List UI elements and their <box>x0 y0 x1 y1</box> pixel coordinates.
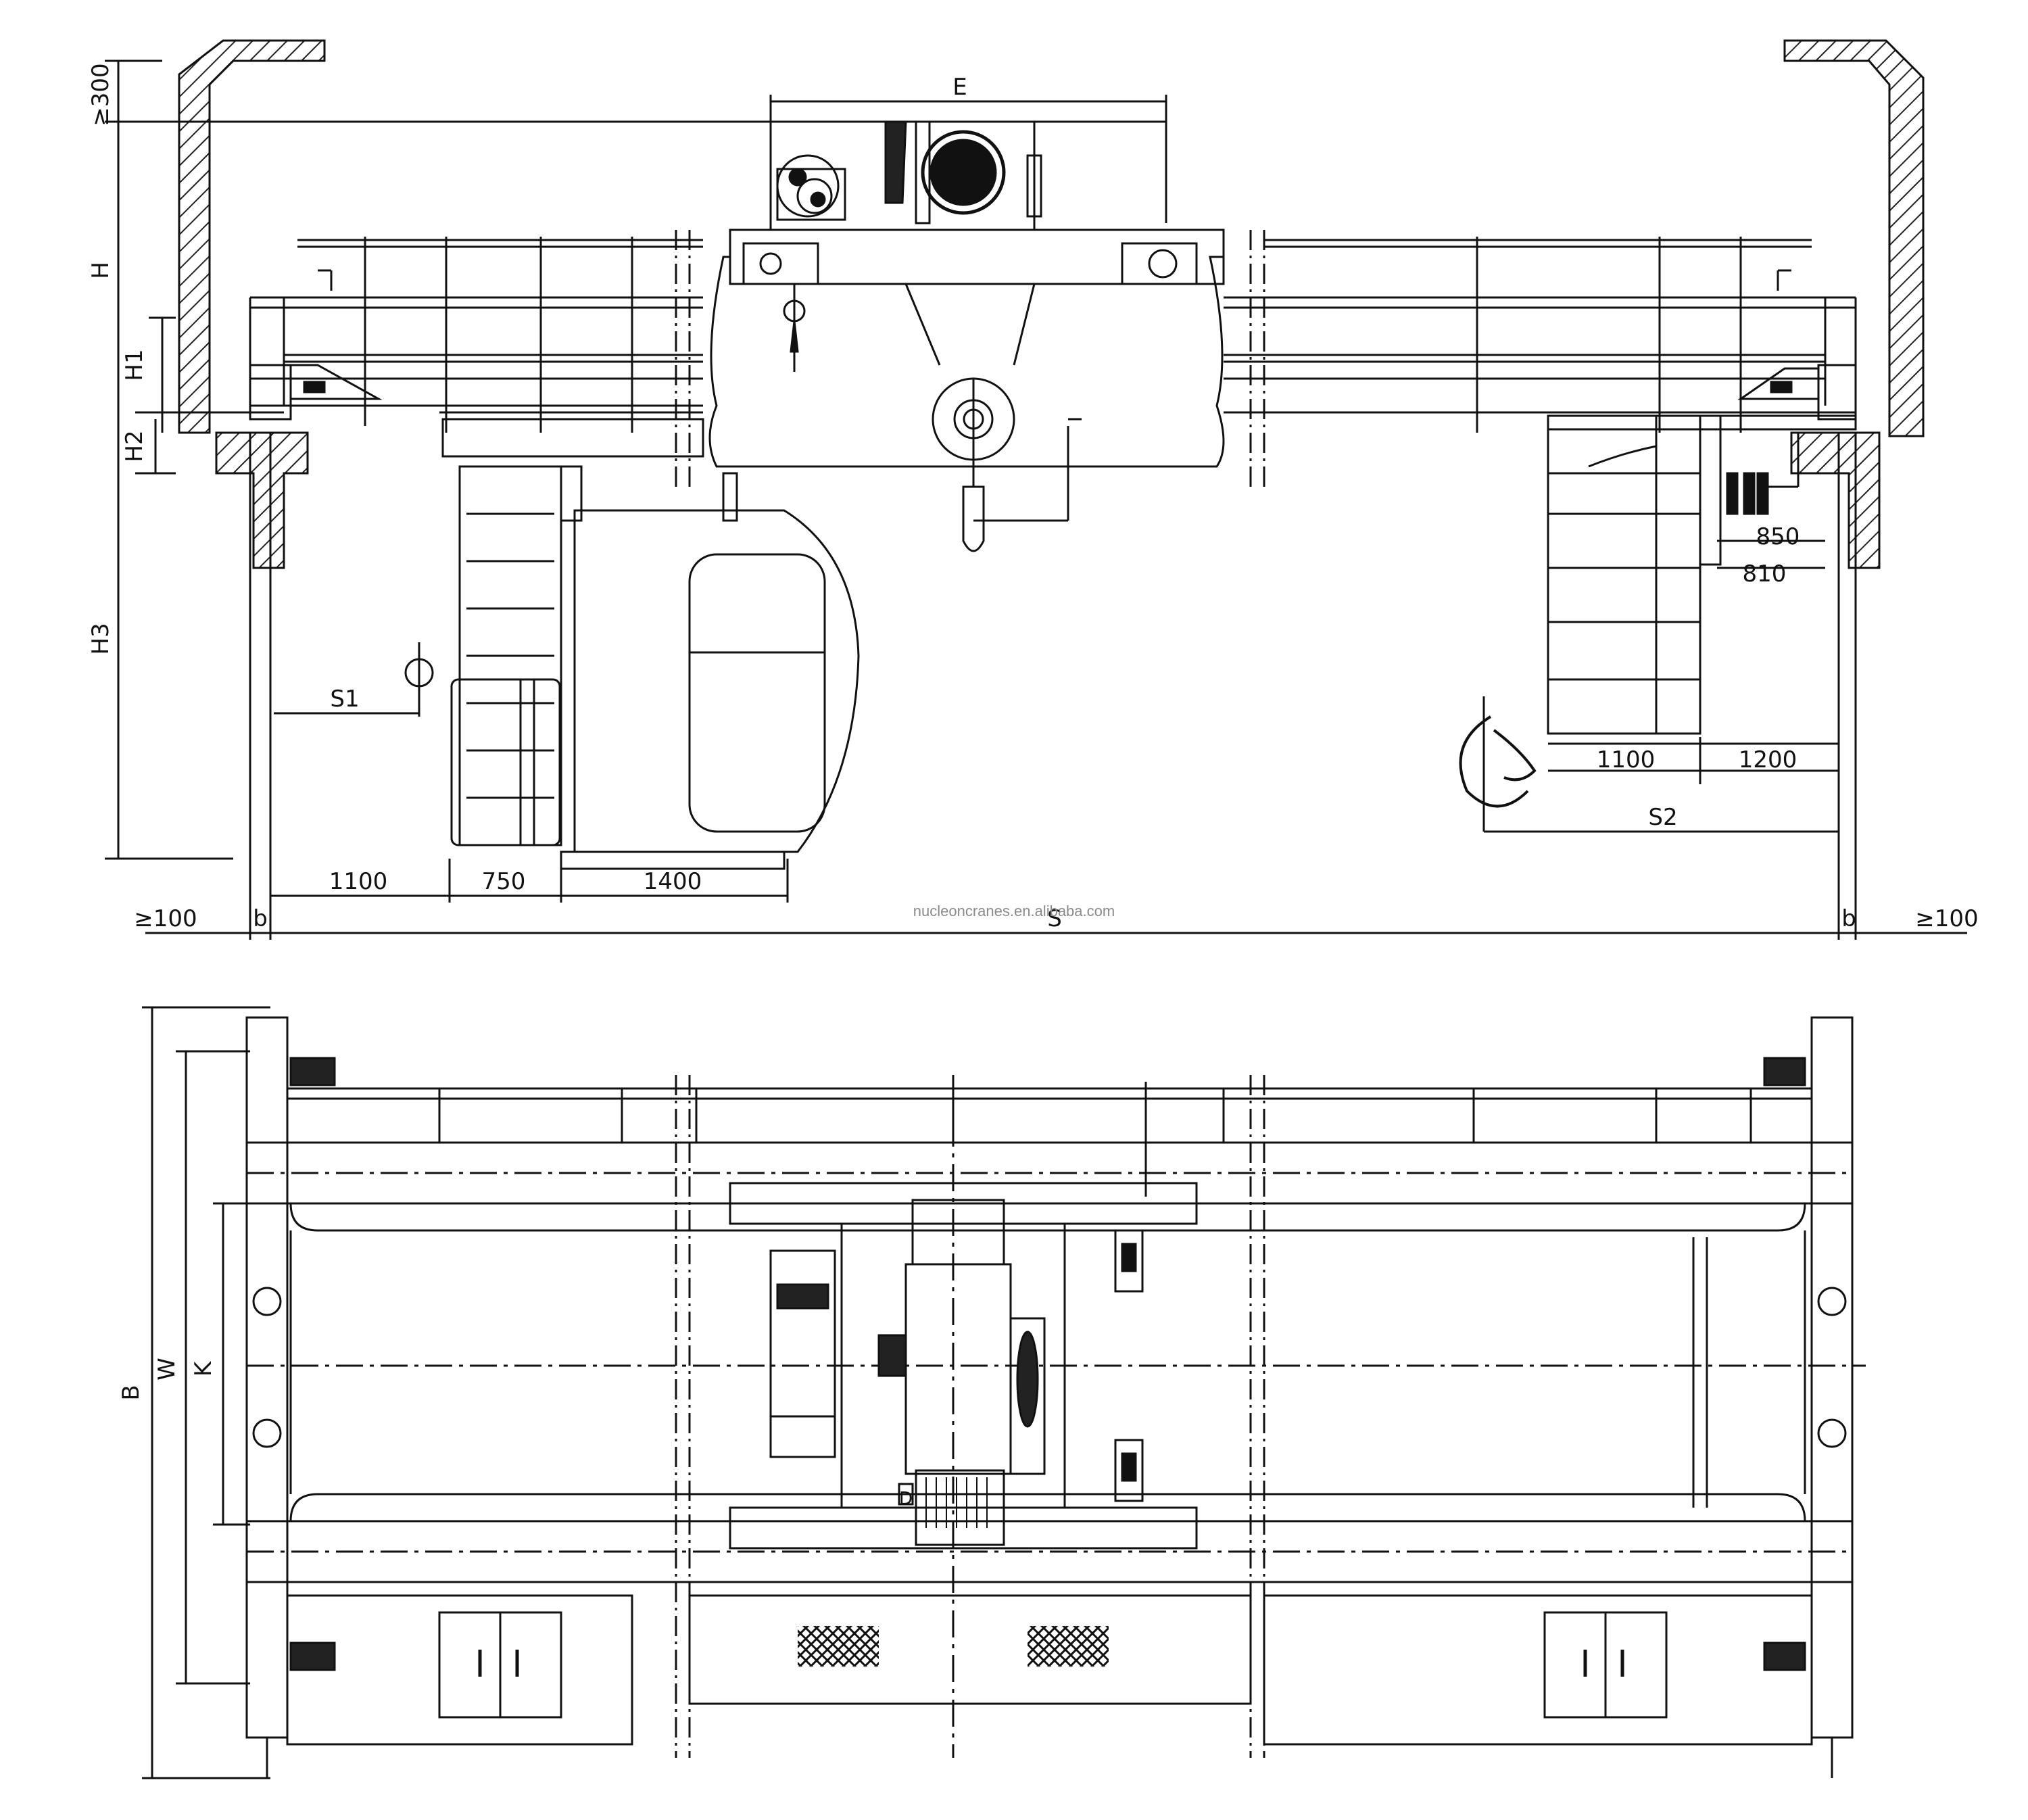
label-span: S <box>1047 905 1062 932</box>
dim-850: 850 <box>1756 523 1800 550</box>
label-b-left: b <box>253 905 268 932</box>
label-b: B <box>118 1385 145 1400</box>
label-k: K <box>190 1360 217 1376</box>
label-d: D <box>899 1489 913 1509</box>
dim-1200: 1200 <box>1739 746 1797 773</box>
dim-1100-left: 1100 <box>329 868 388 895</box>
label-h: H <box>87 262 114 279</box>
elevation-labels: E ≥300 H H1 H2 H3 S1 S2 1100 750 1400 85… <box>87 63 1979 932</box>
right-building-wall <box>1783 39 1925 569</box>
label-e: E <box>952 74 967 101</box>
label-right-gap: ≥100 <box>1915 905 1978 932</box>
label-b-right: b <box>1841 905 1856 932</box>
label-h2: H2 <box>121 430 148 462</box>
watermark: nucleoncranes.en.alibaba.com <box>913 903 1115 919</box>
elevation-view <box>105 39 1967 940</box>
label-s2: S2 <box>1648 804 1677 831</box>
dim-1400: 1400 <box>644 868 702 895</box>
left-building-wall <box>178 39 326 569</box>
label-top-clearance: ≥300 <box>87 63 114 126</box>
dim-810: 810 <box>1743 560 1787 588</box>
label-w: W <box>153 1358 180 1381</box>
dim-1100-right: 1100 <box>1597 746 1656 773</box>
label-h3: H3 <box>87 623 114 654</box>
label-s1: S1 <box>330 686 359 713</box>
label-h1: H1 <box>121 349 148 381</box>
dim-750: 750 <box>482 868 526 895</box>
plan-view <box>142 1006 1866 1779</box>
label-left-gap: ≥100 <box>134 905 197 932</box>
plan-labels: B W K D <box>118 1358 913 1509</box>
